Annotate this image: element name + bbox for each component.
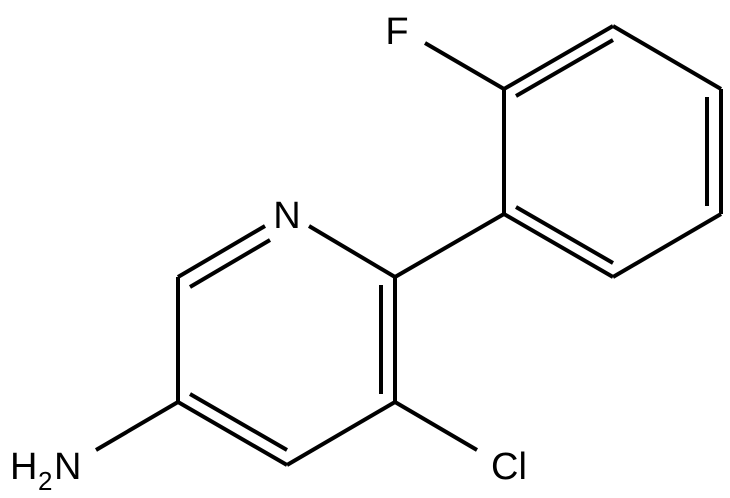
bond-c4-c5 [285,400,397,467]
bond-c3-c4-inner [189,392,288,452]
bond-ar2-ar3-inner [515,38,614,98]
bond-ar3-ar4 [611,24,723,91]
bond-n-c2 [176,224,267,279]
atom-label-nitrogen: N [273,195,300,237]
bond-ar6-ar1 [502,212,615,279]
bond-ar2-f [423,41,506,91]
bond-c5-cl [393,400,479,452]
bond-ar2-ar3 [502,24,615,91]
bond-c3-c4 [176,400,289,467]
atom-label-amine-n: N [54,446,81,488]
bond-ar6-ar1-inner [515,205,614,265]
atom-label-amine-subscript: 2 [38,466,52,496]
atom-label-amine-h: H [10,446,37,488]
bond-c6-aryl [393,212,506,279]
bond-c3-nh2 [94,400,180,452]
bond-c6-n [307,224,397,279]
bond-n-c2-inner [188,238,272,289]
atom-label-chlorine: Cl [491,446,527,488]
bond-ar5-ar6 [611,212,723,279]
atom-label-fluorine: F [385,11,408,53]
